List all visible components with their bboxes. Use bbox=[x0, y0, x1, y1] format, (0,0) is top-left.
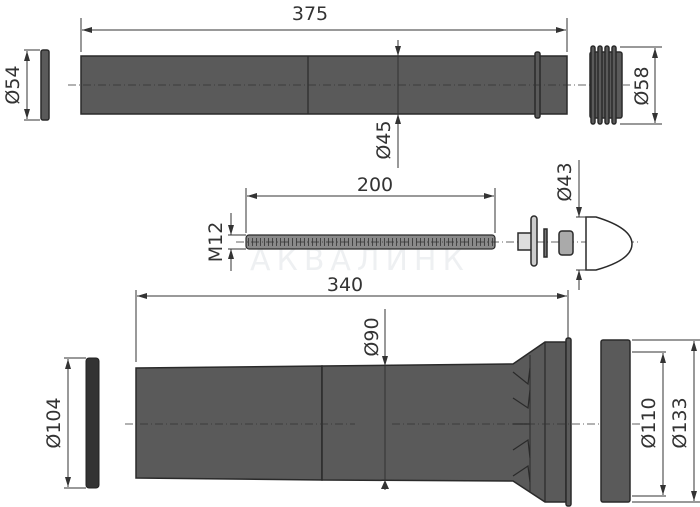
flange-lip bbox=[565, 337, 572, 507]
flange-inner-label: Ø110 bbox=[638, 397, 660, 448]
decorative-cap bbox=[585, 216, 633, 271]
pipe-section bbox=[135, 365, 323, 481]
length-label: 375 bbox=[292, 3, 328, 25]
middle-assembly: 200 M12 Ø43 bbox=[205, 160, 640, 290]
bottom-assembly: 340 Ø90 Ø104 Ø110 Ø133 bbox=[43, 274, 700, 507]
top-assembly: 375 Ø54 Ø58 Ø45 bbox=[2, 3, 662, 168]
length-label: 340 bbox=[327, 274, 363, 296]
ring-diameter-label: Ø54 bbox=[2, 65, 24, 104]
nut bbox=[558, 230, 574, 256]
bellows-seal bbox=[589, 45, 623, 125]
flange-outer-label: Ø133 bbox=[669, 397, 691, 448]
seal-ring bbox=[40, 49, 50, 121]
pipe-diameter-label: Ø90 bbox=[361, 317, 383, 356]
seal-ring bbox=[85, 357, 100, 489]
rod-length-label: 200 bbox=[357, 174, 393, 196]
bellows-diameter-label: Ø58 bbox=[631, 66, 653, 105]
bolt-fixings bbox=[517, 215, 633, 271]
flange-seal bbox=[600, 339, 631, 503]
cap-diameter-label: Ø43 bbox=[554, 162, 576, 201]
ring-diameter-label: Ø104 bbox=[43, 397, 65, 448]
thread-label: M12 bbox=[205, 222, 227, 263]
pipe-diameter-label: Ø45 bbox=[373, 120, 395, 159]
